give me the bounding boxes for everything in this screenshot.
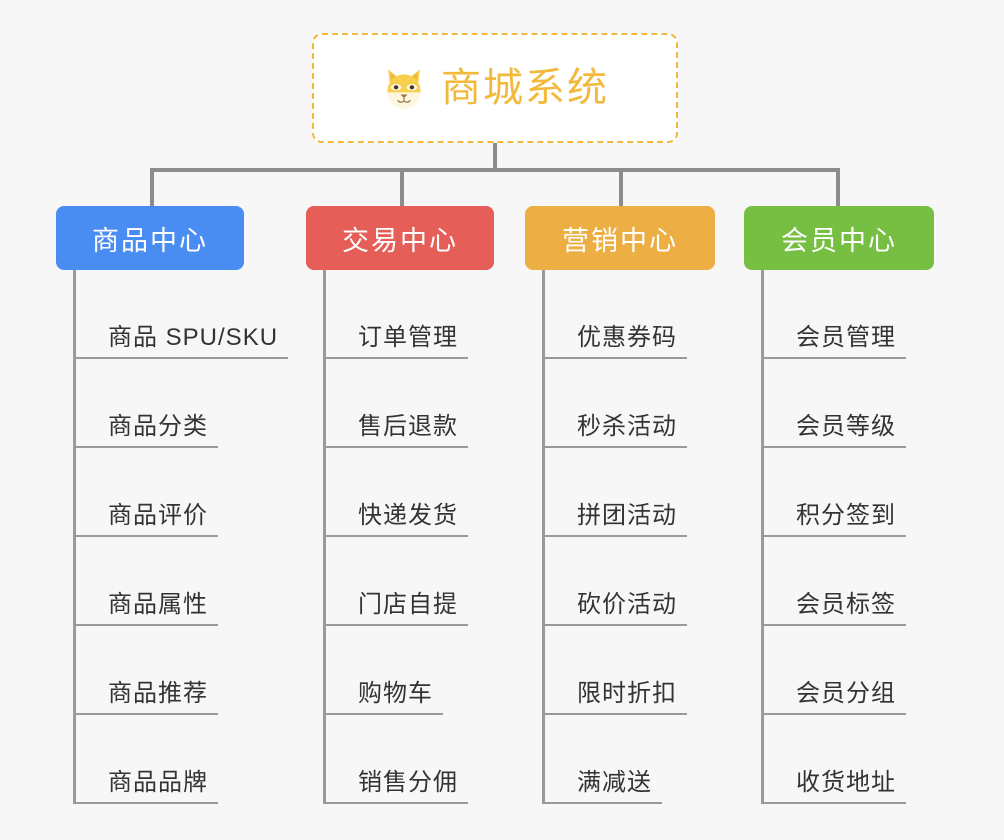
leaf-item[interactable]: 积分签到: [764, 448, 974, 537]
leaf-label: 销售分佣: [358, 769, 458, 796]
leaf-label: 会员分组: [796, 680, 896, 707]
root-node[interactable]: 商城系统: [312, 33, 678, 143]
leaf-item[interactable]: 砍价活动: [545, 537, 755, 626]
leaf-label: 门店自提: [358, 591, 458, 618]
leaf-label: 优惠券码: [577, 324, 677, 351]
connector-drop-4: [836, 168, 840, 208]
leaf-label: 拼团活动: [577, 502, 677, 529]
leaf-label: 收货地址: [796, 769, 896, 796]
leaf-item[interactable]: 商品品牌: [76, 715, 286, 804]
leaf-item[interactable]: 商品分类: [76, 359, 286, 448]
branch-column-1: 商品中心 商品 SPU/SKU 商品分类 商品评价 商品属性 商品推荐 商品品牌: [56, 206, 289, 804]
leaf-item[interactable]: 会员等级: [764, 359, 974, 448]
branch-column-4: 会员中心 会员管理 会员等级 积分签到 会员标签 会员分组 收货地址: [744, 206, 974, 804]
leaf-item[interactable]: 售后退款: [326, 359, 536, 448]
leaf-label: 砍价活动: [577, 591, 677, 618]
leaf-item[interactable]: 收货地址: [764, 715, 974, 804]
leaf-label: 满减送: [577, 769, 652, 796]
leaf-label: 会员标签: [796, 591, 896, 618]
leaf-item[interactable]: 秒杀活动: [545, 359, 755, 448]
leaf-item[interactable]: 限时折扣: [545, 626, 755, 715]
category-header-3-label: 营销中心: [562, 225, 678, 256]
leaf-item[interactable]: 会员分组: [764, 626, 974, 715]
category-header-2-label: 交易中心: [342, 225, 458, 256]
category-header-1[interactable]: 商品中心: [56, 206, 244, 270]
leaf-item[interactable]: 会员标签: [764, 537, 974, 626]
leaf-label: 积分签到: [796, 502, 896, 529]
shiba-dog-face-icon: [387, 69, 421, 109]
branch-column-3: 营销中心 优惠券码 秒杀活动 拼团活动 砍价活动 限时折扣 满减送: [525, 206, 755, 804]
leaf-label: 订单管理: [358, 324, 458, 351]
category-header-2[interactable]: 交易中心: [306, 206, 494, 270]
connector-bus: [150, 168, 840, 172]
leaf-item[interactable]: 商品评价: [76, 448, 286, 537]
leaf-list-1: 商品 SPU/SKU 商品分类 商品评价 商品属性 商品推荐 商品品牌: [73, 270, 289, 804]
leaf-label: 商品 SPU/SKU: [108, 324, 279, 351]
connector-root-stem: [493, 143, 497, 170]
leaf-label: 商品属性: [108, 591, 208, 618]
leaf-item[interactable]: 购物车: [326, 626, 536, 715]
leaf-item[interactable]: 销售分佣: [326, 715, 536, 804]
leaf-item[interactable]: 会员管理: [764, 270, 974, 359]
leaf-item[interactable]: 快递发货: [326, 448, 536, 537]
leaf-item[interactable]: 拼团活动: [545, 448, 755, 537]
leaf-label: 售后退款: [358, 413, 458, 440]
connector-drop-2: [400, 168, 404, 208]
root-title: 商城系统: [441, 66, 609, 110]
category-header-4-label: 会员中心: [781, 225, 897, 256]
leaf-label: 限时折扣: [577, 680, 677, 707]
leaf-label: 商品推荐: [108, 680, 208, 707]
leaf-label: 商品分类: [108, 413, 208, 440]
leaf-item[interactable]: 商品属性: [76, 537, 286, 626]
leaf-label: 快递发货: [358, 502, 458, 529]
leaf-item[interactable]: 满减送: [545, 715, 755, 804]
leaf-label: 会员管理: [796, 324, 896, 351]
leaf-item[interactable]: 订单管理: [326, 270, 536, 359]
leaf-label: 秒杀活动: [577, 413, 677, 440]
leaf-item[interactable]: 门店自提: [326, 537, 536, 626]
connector-drop-1: [150, 168, 154, 208]
leaf-list-2: 订单管理 售后退款 快递发货 门店自提 购物车 销售分佣: [323, 270, 536, 804]
branch-column-2: 交易中心 订单管理 售后退款 快递发货 门店自提 购物车 销售分佣: [306, 206, 536, 804]
leaf-item[interactable]: 商品推荐: [76, 626, 286, 715]
leaf-item[interactable]: 优惠券码: [545, 270, 755, 359]
leaf-label: 商品品牌: [108, 769, 208, 796]
leaf-item[interactable]: 商品 SPU/SKU: [76, 270, 289, 359]
leaf-list-4: 会员管理 会员等级 积分签到 会员标签 会员分组 收货地址: [761, 270, 974, 804]
leaf-label: 购物车: [358, 680, 433, 707]
leaf-label: 会员等级: [796, 413, 896, 440]
category-header-3[interactable]: 营销中心: [525, 206, 715, 270]
connector-drop-3: [619, 168, 623, 208]
leaf-label: 商品评价: [108, 502, 208, 529]
leaf-list-3: 优惠券码 秒杀活动 拼团活动 砍价活动 限时折扣 满减送: [542, 270, 755, 804]
category-header-1-label: 商品中心: [92, 225, 208, 256]
category-header-4[interactable]: 会员中心: [744, 206, 934, 270]
